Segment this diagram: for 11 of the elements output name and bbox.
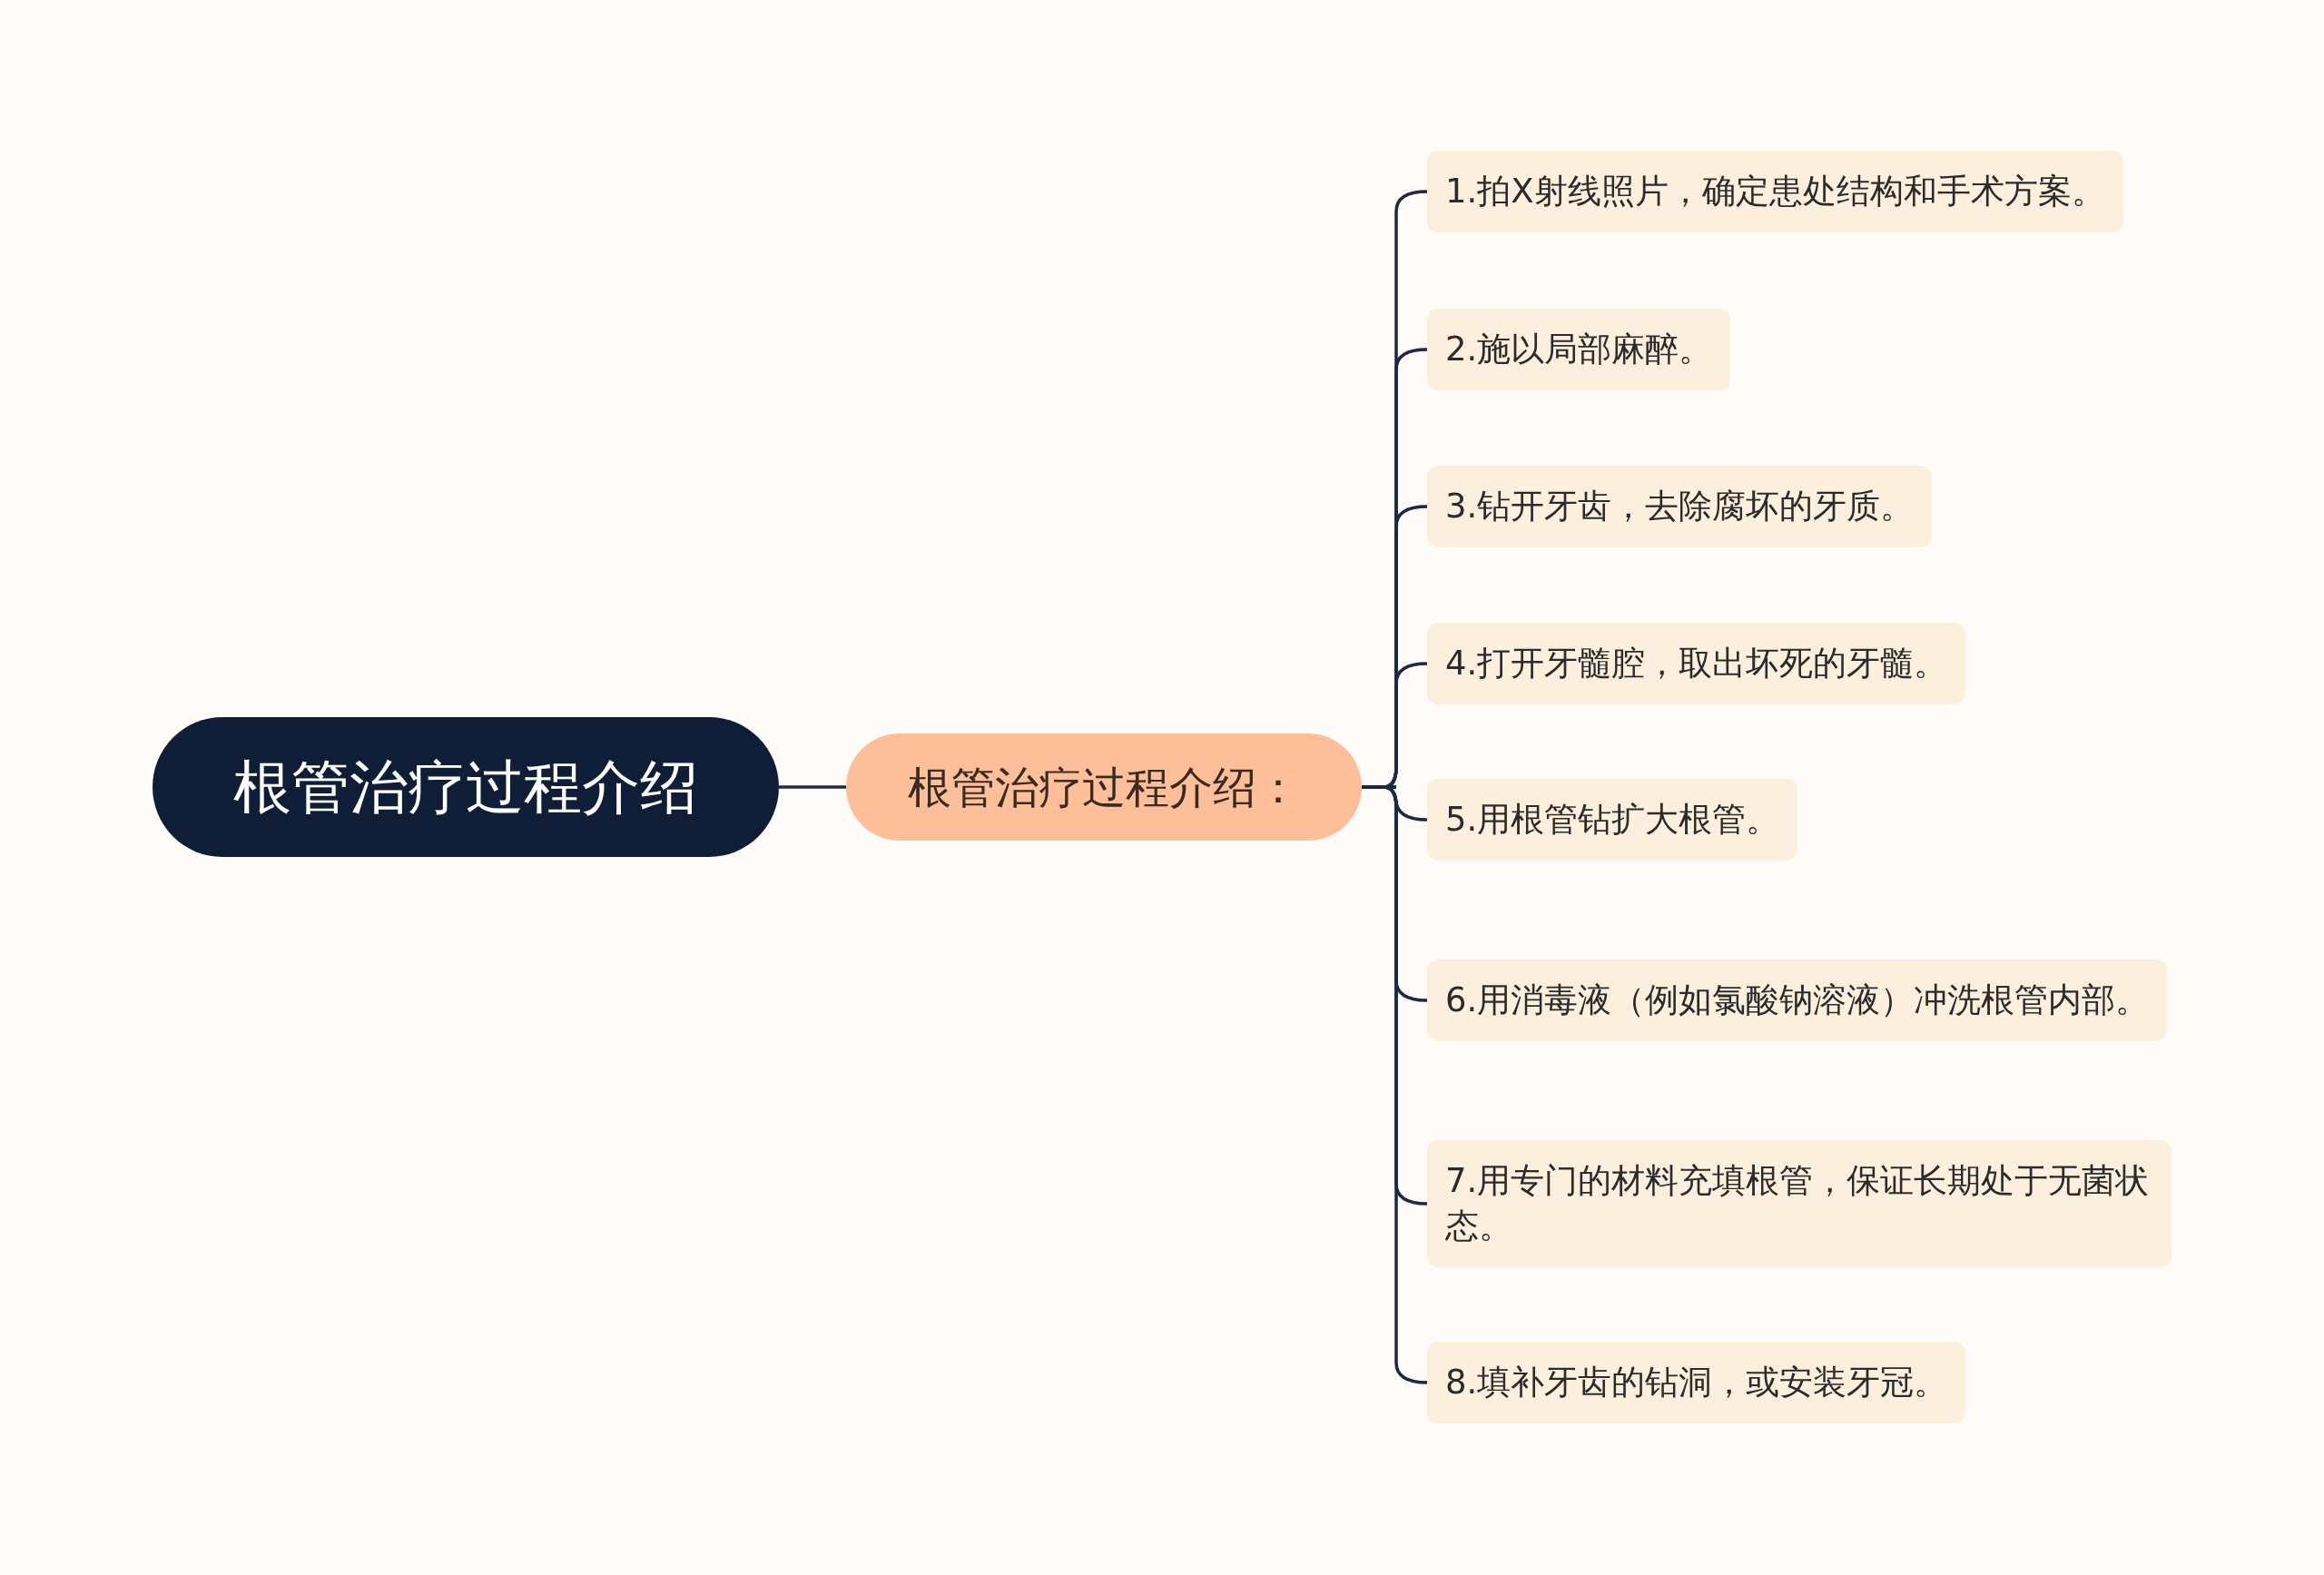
connector-line (779, 785, 846, 789)
step-node: 4.打开牙髓腔，取出坏死的牙髓。 (1427, 623, 1966, 704)
step-node: 8.填补牙齿的钻洞，或安装牙冠。 (1427, 1342, 1966, 1423)
step-node: 1.拍X射线照片，确定患处结构和手术方案。 (1427, 151, 2123, 232)
step-node: 2.施以局部麻醉。 (1427, 309, 1731, 390)
step-node: 7.用专门的材料充填根管，保证长期处于无菌状态。 (1427, 1140, 2171, 1267)
step-node: 5.用根管钻扩大根管。 (1427, 779, 1798, 861)
topic-node: 根管治疗过程介绍： (846, 733, 1362, 841)
root-node: 根管治疗过程介绍 (153, 717, 779, 857)
step-node: 3.钻开牙齿，去除腐坏的牙质。 (1427, 466, 1933, 547)
step-node: 6.用消毒液（例如氯酸钠溶液）冲洗根管内部。 (1427, 960, 2168, 1041)
